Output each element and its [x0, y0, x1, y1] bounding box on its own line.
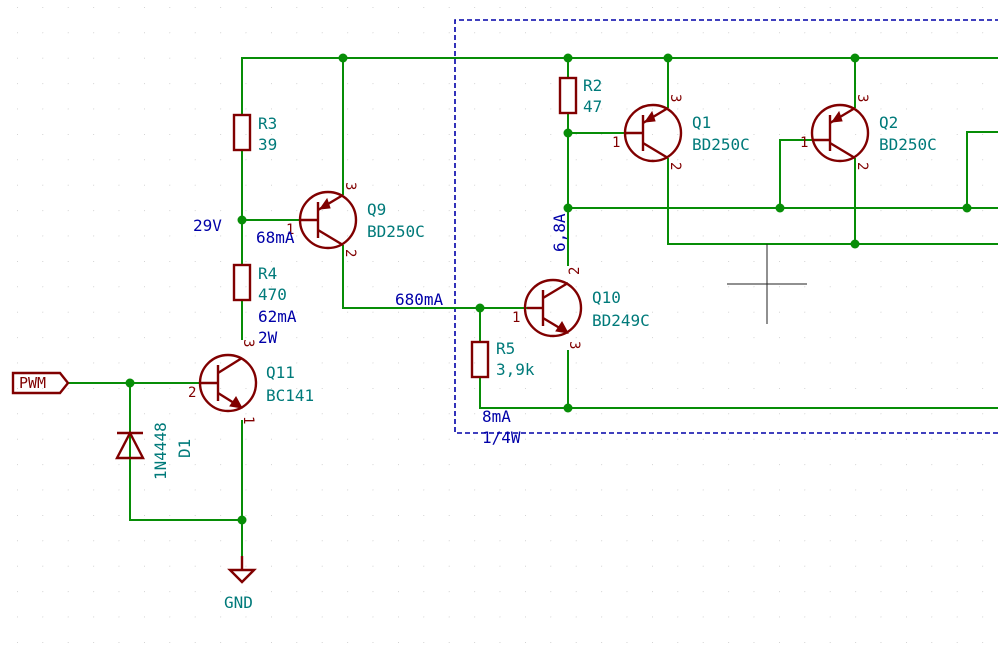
- q1-symbol: [623, 103, 683, 163]
- svg-text:2: 2: [342, 249, 358, 257]
- r5-body: [470, 340, 490, 379]
- q11-ref: Q11: [266, 363, 295, 382]
- q2-symbol: [810, 103, 870, 163]
- q11-symbol: [198, 353, 258, 413]
- group-box: [454, 19, 998, 434]
- r4-ref: R4: [258, 264, 277, 283]
- svg-text:3: 3: [667, 94, 683, 102]
- q9-value: BD250C: [367, 222, 425, 241]
- gnd-label: GND: [224, 593, 253, 612]
- svg-text:2: 2: [188, 385, 196, 401]
- r2-ref: R2: [583, 76, 602, 95]
- r4-current: 62mA: [258, 307, 297, 326]
- q9-ref: Q9: [367, 200, 386, 219]
- q10-symbol: [523, 278, 583, 338]
- q2-ref: Q2: [879, 113, 898, 132]
- q10-collector-current: 6,8A: [550, 213, 569, 252]
- r5-current: 8mA: [482, 407, 511, 426]
- d1-symbol: [115, 430, 145, 460]
- q10-base-current: 680mA: [395, 290, 444, 309]
- q11-value: BC141: [266, 386, 314, 405]
- crosshair-cursor-icon: [727, 244, 807, 324]
- svg-text:3: 3: [854, 94, 870, 102]
- pwm-label: PWM: [19, 374, 46, 392]
- q1-value: BD250C: [692, 135, 750, 154]
- r5-value: 3,9k: [496, 360, 535, 379]
- r3-value: 39: [258, 135, 277, 154]
- svg-text:2: 2: [667, 162, 683, 170]
- junctions: [125, 53, 972, 525]
- d1-value: 1N4448: [151, 422, 170, 480]
- pin-numbers: 1 3 2 1 3 2 1 3 2 1 2 3 2 3 1: [188, 94, 870, 424]
- q9-base-current: 68mA: [256, 228, 295, 247]
- svg-text:3: 3: [240, 339, 256, 347]
- svg-text:1: 1: [800, 135, 808, 151]
- r4-body: [232, 263, 252, 302]
- r2-value: 47: [583, 97, 602, 116]
- r5-ref: R5: [496, 339, 515, 358]
- gnd-symbol: [227, 556, 257, 584]
- r4-power: 2W: [258, 328, 278, 347]
- svg-text:3: 3: [342, 182, 358, 190]
- r3-ref: R3: [258, 114, 277, 133]
- svg-text:1: 1: [286, 222, 294, 238]
- svg-text:3: 3: [566, 341, 582, 349]
- q1-ref: Q1: [692, 113, 711, 132]
- pwm-flag: [11, 371, 70, 395]
- q9-symbol: [298, 190, 358, 250]
- svg-text:2: 2: [567, 267, 583, 275]
- r4-value: 470: [258, 285, 287, 304]
- svg-text:1: 1: [612, 135, 620, 151]
- d1-ref: D1: [175, 439, 194, 458]
- q10-ref: Q10: [592, 288, 621, 307]
- q10-value: BD249C: [592, 311, 650, 330]
- r5-power: 1/4W: [482, 428, 521, 447]
- node-voltage: 29V: [193, 216, 222, 235]
- r3-body: [232, 113, 252, 152]
- q2-value: BD250C: [879, 135, 937, 154]
- svg-text:1: 1: [512, 310, 520, 326]
- svg-text:2: 2: [854, 162, 870, 170]
- svg-text:1: 1: [240, 416, 256, 424]
- r2-body: [558, 76, 578, 115]
